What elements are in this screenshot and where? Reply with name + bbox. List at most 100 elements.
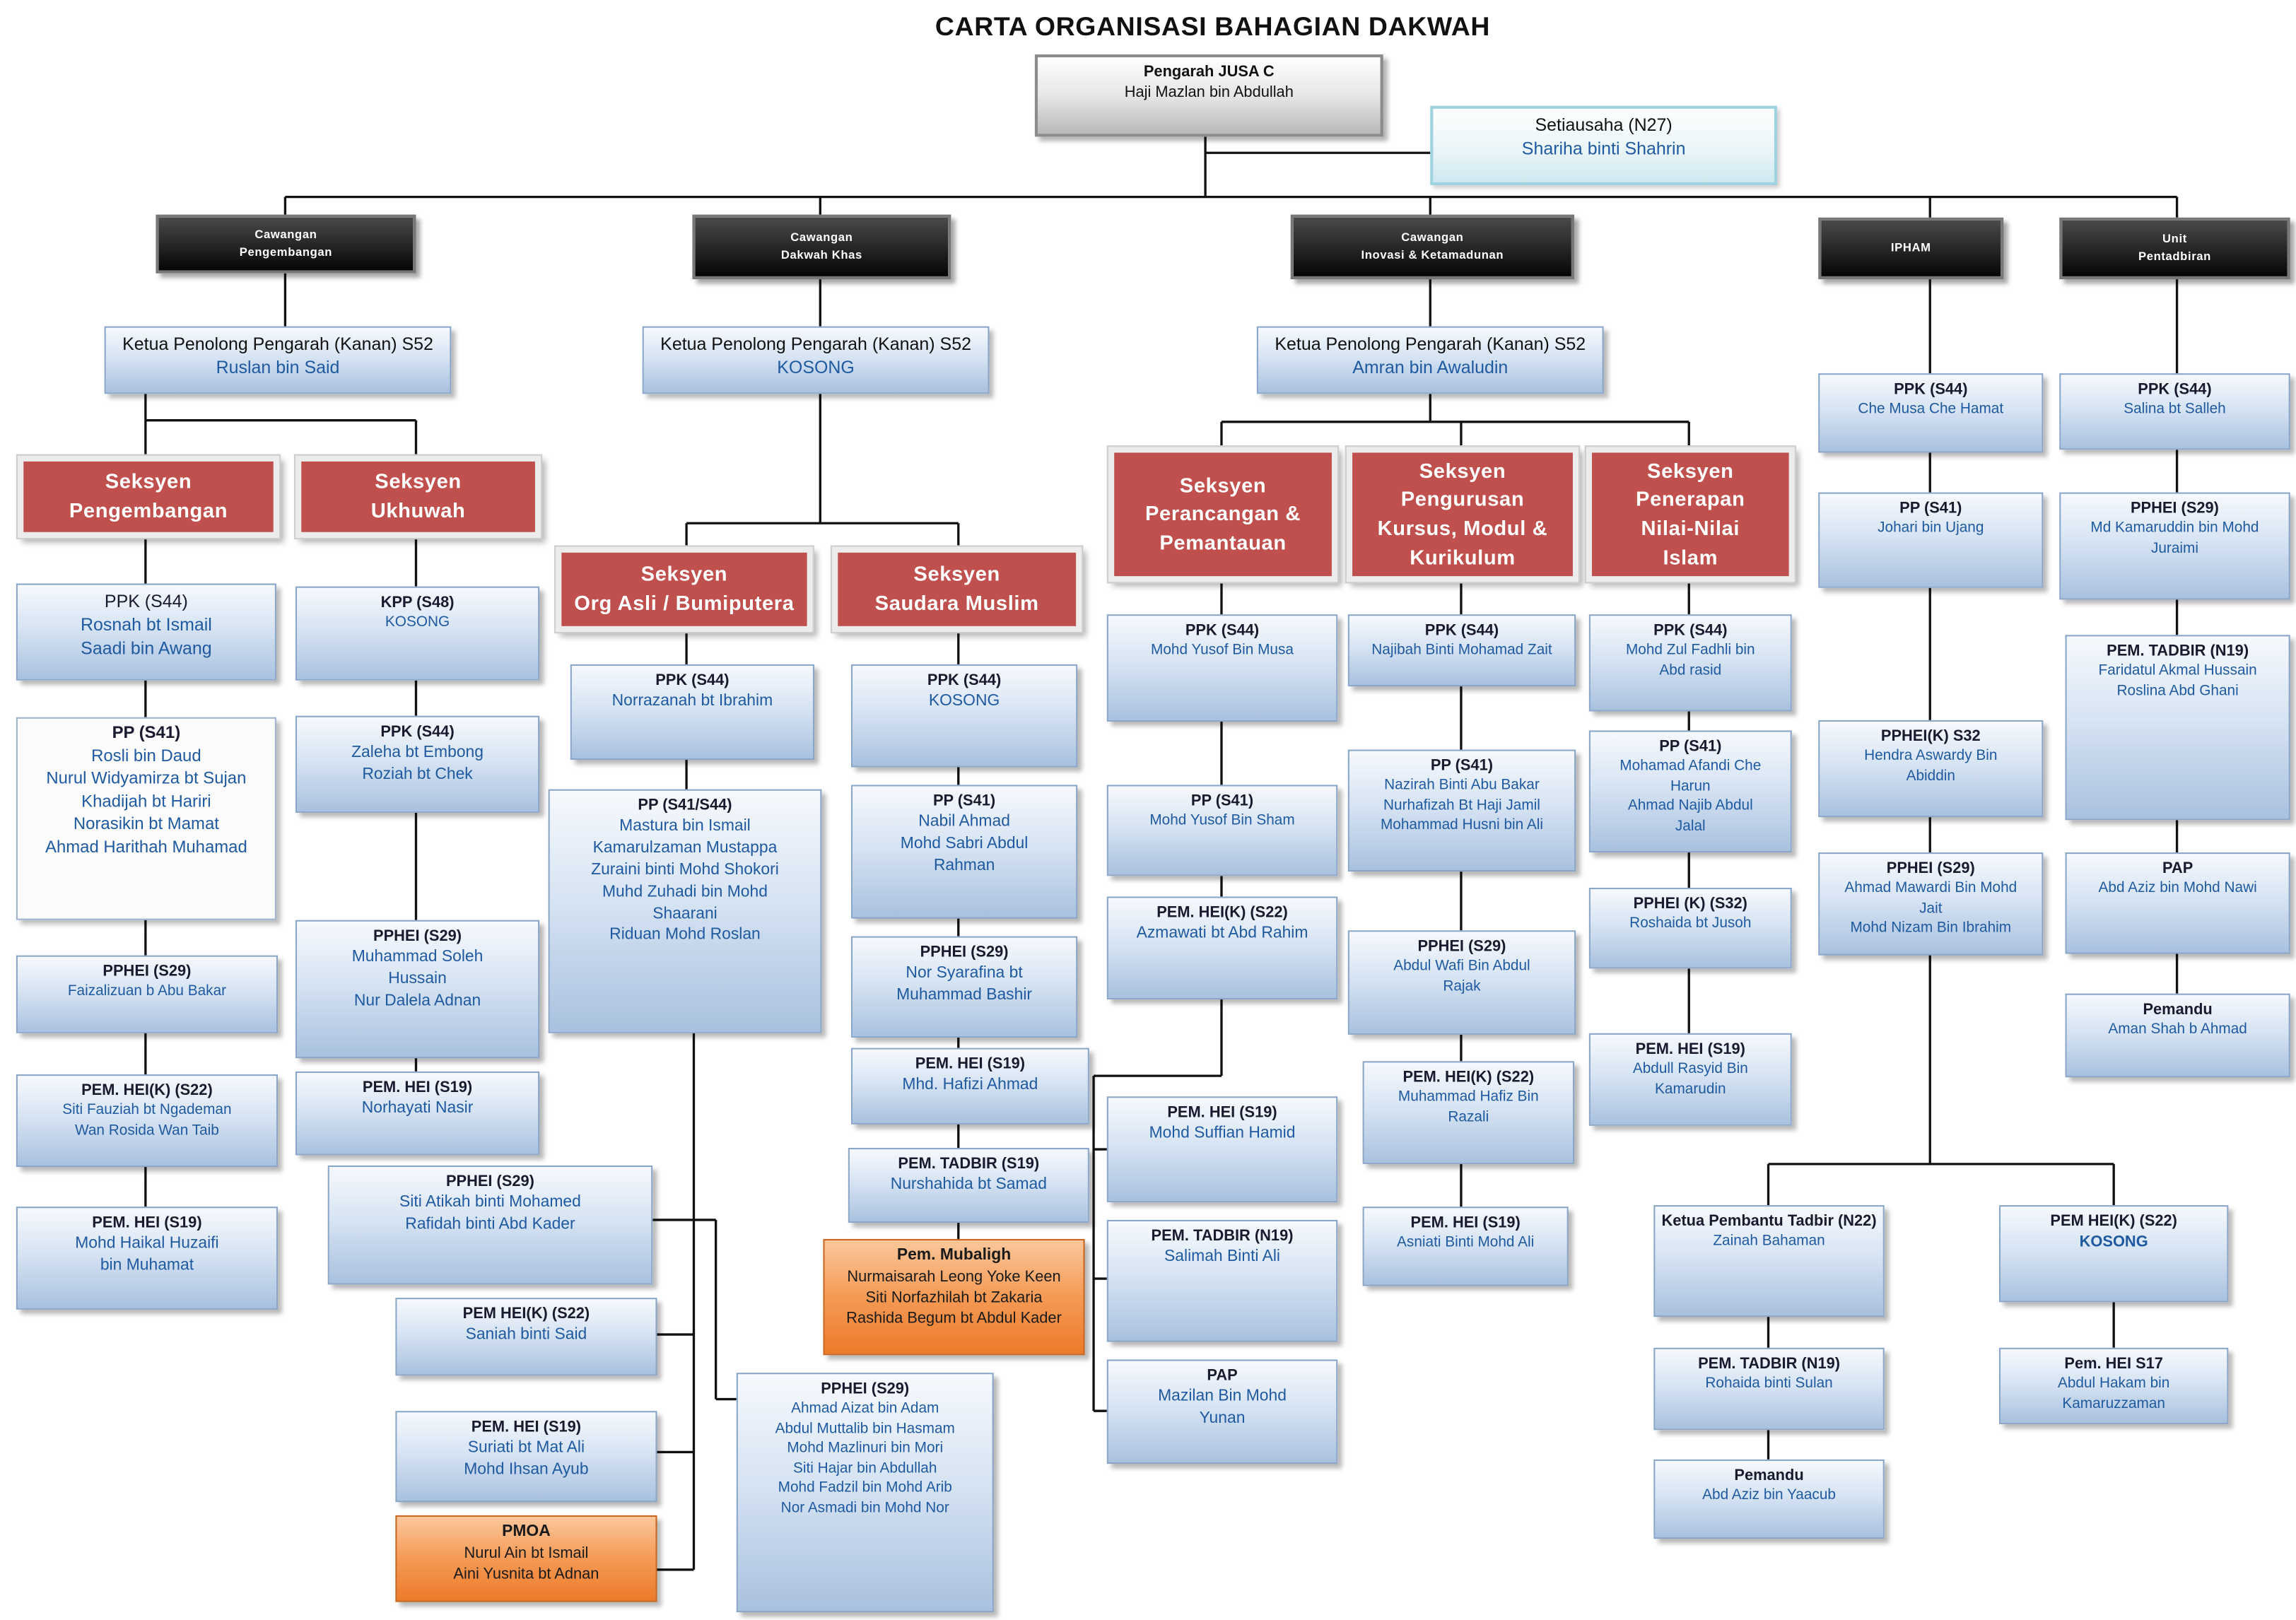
node-title: PEM. HEI(K) (S22): [1402, 1068, 1535, 1086]
node-title: Pengarah JUSA C: [1143, 63, 1275, 81]
header-line: Unit: [2162, 233, 2187, 247]
seksyen-line: Pemantauan: [1159, 530, 1287, 554]
node-line: Norhayati Nasir: [361, 1099, 474, 1117]
node-line: Faridatul Akmal Hussain: [2098, 663, 2257, 680]
node-line: Aini Yusnita bt Adnan: [453, 1565, 599, 1583]
node-line: Mohd Sabri Abdul: [900, 835, 1029, 853]
node-line: Mohd Zul Fadhli bin: [1625, 642, 1755, 659]
node-title: PMOA: [502, 1522, 551, 1541]
node-line: Abdul Muttalib bin Hasmam: [775, 1421, 955, 1437]
seksyen-line: Seksyen: [1179, 472, 1267, 497]
node-title: Pem. Mubaligh: [896, 1246, 1012, 1264]
node-line: Hendra Aswardy Bin: [1864, 748, 1998, 765]
node-title: PP (S41/S44): [638, 797, 732, 814]
node-pengurusan-ppk: PPK (S44)Najibah Binti Mohamad Zait: [1347, 614, 1576, 687]
node-title: PEM. HEI(K) (S22): [1156, 903, 1288, 922]
node-line: Rajak: [1443, 978, 1481, 995]
node-ukhuwah-kpp: KPP (S48)KOSONG: [295, 586, 540, 681]
node-line: Riduan Mohd Roslan: [609, 926, 761, 944]
seksyen-line: Seksyen: [1419, 458, 1506, 482]
seksyen-line: Seksyen: [375, 469, 462, 493]
node-line: Faizalizuan b Abu Bakar: [67, 983, 227, 1000]
node-line: Mohd Haikal Huzaifi: [75, 1235, 219, 1253]
node-line: Nurshahida bt Samad: [890, 1175, 1047, 1194]
seksyen-line: Pengembangan: [69, 498, 228, 522]
node-title: PPHEI (S29): [1886, 859, 1975, 878]
node-line: Jalal: [1675, 818, 1706, 835]
node-ipham-pp: PP (S41)Johari bin Ujang: [1818, 492, 2044, 588]
node-line: Nor Syarafina bt: [906, 964, 1023, 982]
node-title: PEM. HEI (S19): [362, 1079, 473, 1097]
node-title: PEM. HEI (S19): [92, 1214, 202, 1232]
header-line: Pentadbiran: [2138, 250, 2211, 264]
node-pengembangan-pphei: PPHEI (S29)Faizalizuan b Abu Bakar: [16, 955, 279, 1033]
seksyen-line: Penerapan: [1636, 487, 1745, 511]
node-penerapan-ppheik: PPHEI (K) (S32)Roshaida bt Jusoh: [1588, 887, 1792, 969]
seksyen-line: Pengurusan: [1400, 487, 1525, 511]
node-title: PEM. HEI(K) (S22): [81, 1081, 213, 1100]
node-title: PAP: [2162, 859, 2194, 878]
node-perancangan-ppk: PPK (S44)Mohd Yusof Bin Musa: [1106, 614, 1338, 722]
node-line: KOSONG: [777, 357, 855, 378]
node-org-asli-ppk: PPK (S44)Norrazanah bt Ibrahim: [570, 664, 814, 761]
node-perancangan-pemhei: PEM. HEI (S19)Mohd Suffian Hamid: [1106, 1096, 1338, 1202]
node-line: Rosnah bt Ismail: [80, 614, 212, 635]
node-line: Ahmad Najib Abdul: [1627, 798, 1753, 815]
node-line: Abiddin: [1906, 768, 1955, 785]
node-title: PEM. HEI (S19): [1410, 1214, 1521, 1232]
seksyen-line: Seksyen: [913, 562, 1000, 586]
node-line: Hussain: [388, 970, 447, 988]
header-line: Pengembangan: [239, 245, 333, 259]
node-saudara-pemhei: PEM. HEI (S19)Mhd. Hafizi Ahmad: [850, 1047, 1089, 1125]
chart-title: CARTA ORGANISASI BAHAGIAN DAKWAH: [935, 11, 1491, 42]
node-title: PPK (S44): [655, 671, 730, 690]
node-pengembangan-pemheik: PEM. HEI(K) (S22)Siti Fauziah bt Ngadema…: [16, 1074, 279, 1168]
node-perancangan-pemtadbir: PEM. TADBIR (N19)Salimah Binti Ali: [1106, 1219, 1338, 1342]
header-line: Inovasi & Ketamadunan: [1361, 248, 1504, 262]
node-line: Abd rasid: [1659, 662, 1722, 679]
node-line: Abdul Hakam bin Kamaruzzaman: [2057, 1375, 2170, 1412]
node-title: Pem. HEI S17: [2064, 1355, 2163, 1373]
node-title: Pemandu: [2143, 1001, 2213, 1019]
node-line: Shariha binti Shahrin: [1521, 138, 1686, 159]
node-title: PPHEI (S29): [821, 1380, 910, 1398]
node-line: Nor Asmadi bin Mohd Nor: [780, 1500, 949, 1517]
node-line: Azmawati bt Abd Rahim: [1136, 925, 1308, 943]
node-line: KOSONG: [385, 614, 450, 631]
node-line: Yunan: [1199, 1409, 1246, 1428]
header-line: Dakwah Khas: [780, 248, 862, 262]
node-title: Ketua Penolong Pengarah (Kanan) S52: [122, 334, 433, 355]
seksyen-line: Ukhuwah: [370, 498, 466, 522]
seksyen-line: Nilai-Nilai: [1641, 515, 1740, 540]
node-line: Abdul Wafi Bin Abdul: [1393, 958, 1530, 975]
node-title: PPHEI (S29): [920, 943, 1009, 961]
node-title: PAP: [1207, 1366, 1238, 1385]
node-line: Mohd Fadzil bin Mohd Arib: [778, 1480, 952, 1497]
node-line: Siti Hajar bin Abdullah: [792, 1460, 937, 1477]
header-line: Cawangan: [1401, 231, 1464, 245]
node-title: Ketua Pembantu Tadbir (N22): [1661, 1212, 1877, 1231]
node-title: PEM. TADBIR (N19): [2107, 642, 2249, 660]
node-line: Mohd Ihsan Ayub: [464, 1460, 589, 1479]
node-line: Roziah bt Chek: [362, 765, 473, 784]
node-line: Zaleha bt Embong: [351, 744, 484, 762]
node-line: Ruslan bin Said: [216, 357, 340, 378]
node-ipham-pemheik: PEM HEI(K) (S22)KOSONG: [1998, 1205, 2229, 1303]
node-line: Roshaida bt Jusoh: [1629, 915, 1752, 932]
node-title: Pemandu: [1734, 1467, 1804, 1485]
seksyen-line: Kursus, Modul &: [1377, 515, 1548, 540]
